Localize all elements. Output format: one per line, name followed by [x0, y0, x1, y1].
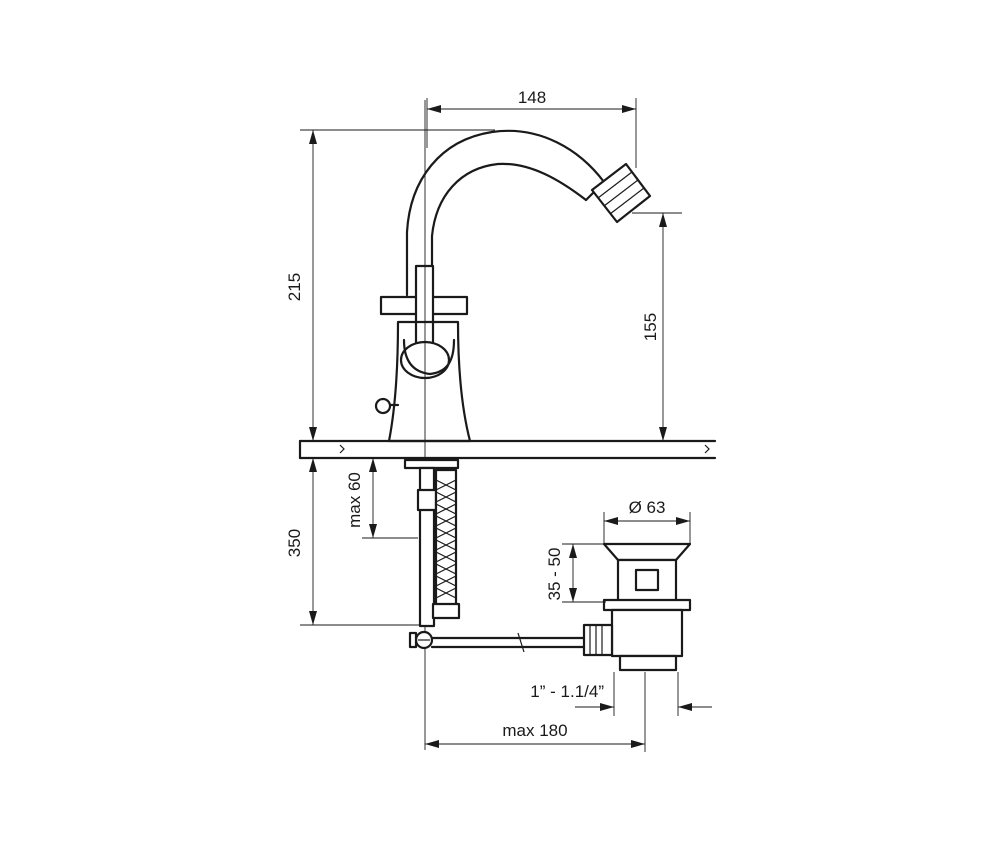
label-waste-diameter: Ø 63: [629, 498, 666, 517]
pop-up-waste: [582, 542, 692, 672]
dim-below-deck: 350: [285, 458, 420, 626]
dim-waste-diameter: Ø 63: [603, 498, 691, 544]
label-waste-thread: 1” - 1.1/4”: [530, 682, 604, 701]
dim-spout-reach: 148: [426, 88, 637, 168]
dim-waste-thread: 1” - 1.1/4”: [530, 672, 712, 716]
dim-max-deck-thickness: max 60: [345, 458, 418, 539]
aerator: [590, 162, 652, 224]
label-max-horizontal: max 180: [502, 721, 567, 740]
dim-outlet-height: 155: [632, 212, 682, 441]
label-overall-height: 215: [285, 273, 304, 301]
pop-up-knob: [374, 397, 400, 415]
supply-assembly: [403, 458, 587, 653]
countertop: [298, 439, 717, 460]
label-spout-reach: 148: [518, 88, 546, 107]
mixer-body: [374, 100, 652, 750]
label-below-deck: 350: [285, 529, 304, 557]
label-outlet-height: 155: [641, 313, 660, 341]
label-waste-flange-range: 35 - 50: [545, 548, 564, 601]
dim-waste-flange-range: 35 - 50: [545, 543, 606, 603]
dim-overall-height: 215: [285, 129, 495, 441]
cross-handle: [379, 264, 469, 380]
label-max-deck-thickness: max 60: [345, 472, 364, 528]
dim-max-horizontal: max 180: [425, 672, 646, 752]
